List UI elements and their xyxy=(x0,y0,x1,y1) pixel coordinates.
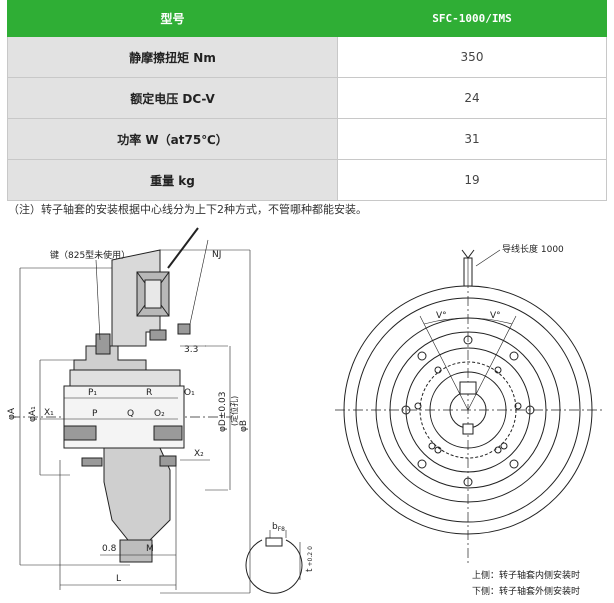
dim-p: P xyxy=(92,409,98,419)
bolt-holes xyxy=(401,335,535,487)
row-label: 重量 kg xyxy=(7,159,338,201)
dim-3-3: 3.3 xyxy=(184,345,198,355)
row-label: 额定电压 DC-V xyxy=(7,77,338,119)
row-label: 功率 W（at75℃） xyxy=(7,118,338,160)
angle-v-left: V° xyxy=(436,311,447,321)
dim-p1: P₁ xyxy=(88,388,97,398)
header-label: 型号 xyxy=(7,0,338,37)
dim-x2: X₂ xyxy=(194,449,204,459)
row-value: 24 xyxy=(337,77,607,119)
dim-phi-a1: φA₁ xyxy=(28,406,38,422)
row-value: 19 xyxy=(337,159,607,201)
dim-0-8: 0.8 xyxy=(102,544,117,554)
side-section-view xyxy=(10,227,303,594)
dim-m: M xyxy=(146,544,154,554)
dim-q: Q xyxy=(127,409,134,419)
front-view-labels: 导线长度 1000 V° V° 上侧：转子轴套内侧安装时 下侧：转子轴套外侧安装… xyxy=(436,243,580,597)
header-model: SFC-1000/IMS xyxy=(337,0,607,37)
row-label: 静摩擦扭矩 Nm xyxy=(7,36,338,78)
front-view xyxy=(335,249,605,565)
key-note-label: 键（825型未使用） xyxy=(50,249,130,261)
installation-note: （注）转子轴套的安装根据中心线分为上下2种方式，不管哪种都能安装。 xyxy=(8,203,367,216)
dim-o2: O₂ xyxy=(154,409,165,419)
dim-x1: X₁ xyxy=(44,408,54,418)
side-section-labels: 键（825型未使用） NJ 3.3 P₁ R O₁ X₁ P Q O₂ X₂ 0… xyxy=(7,249,315,584)
angle-v-right: V° xyxy=(490,311,501,321)
dim-l: L xyxy=(116,574,121,584)
dim-phi-a: φA xyxy=(7,407,17,420)
row-value: 31 xyxy=(337,118,607,160)
dim-nj: NJ xyxy=(212,250,221,260)
dim-phi-b: φB xyxy=(239,420,249,432)
legend-lower: 下侧：转子轴套外侧安装时 xyxy=(472,585,580,597)
table-row: 功率 W（at75℃） 31 xyxy=(7,118,607,160)
table-row: 重量 kg 19 xyxy=(7,159,607,201)
dim-r: R xyxy=(146,388,152,398)
technical-drawing: 键（825型未使用） NJ 3.3 P₁ R O₁ X₁ P Q O₂ X₂ 0… xyxy=(7,227,605,597)
dim-t: t+0.20 xyxy=(305,546,315,572)
table-header-row: 型号 SFC-1000/IMS xyxy=(7,0,607,37)
positioning-hole-note: (定位孔) xyxy=(229,396,239,426)
row-value: 350 xyxy=(337,36,607,78)
legend-upper: 上侧：转子轴套内侧安装时 xyxy=(472,569,580,581)
lead-wire-length: 导线长度 1000 xyxy=(502,243,564,255)
dim-o1: O₁ xyxy=(184,388,195,398)
dim-b: bF8 xyxy=(272,522,285,533)
spec-table: 型号 SFC-1000/IMS 静摩擦扭矩 Nm 350 额定电压 DC-V 2… xyxy=(7,0,607,201)
table-row: 静摩擦扭矩 Nm 350 xyxy=(7,36,607,78)
dim-phi-d: φD±0.03 xyxy=(218,392,228,432)
table-row: 额定电压 DC-V 24 xyxy=(7,77,607,119)
